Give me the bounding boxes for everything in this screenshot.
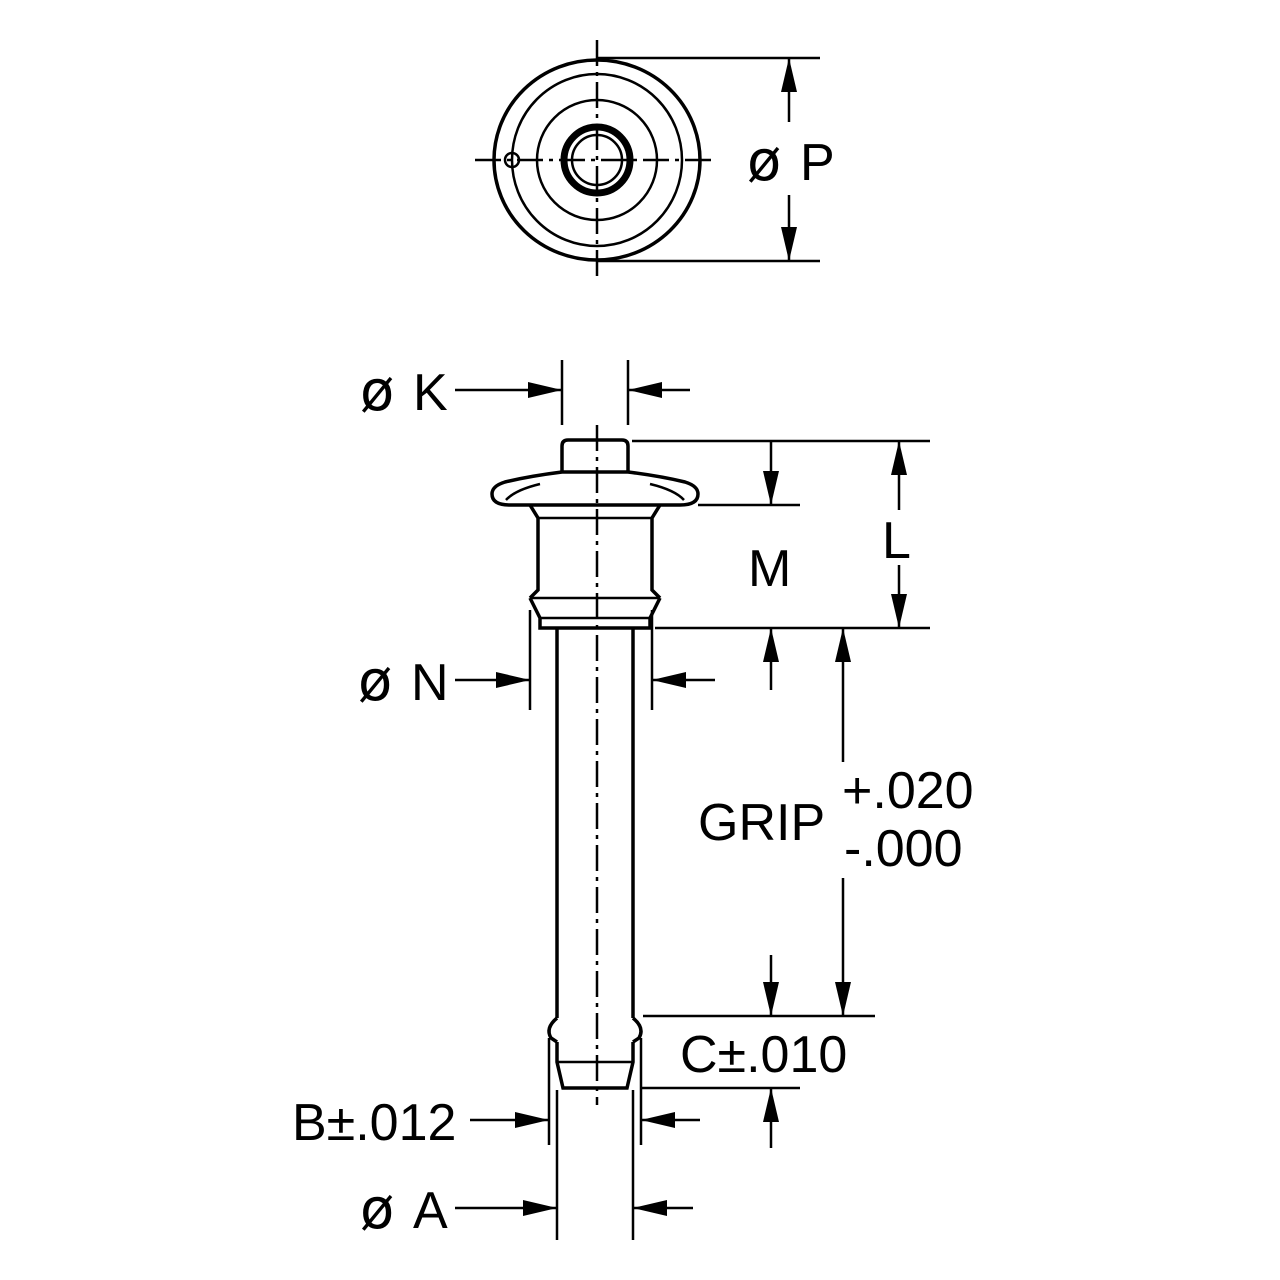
- dim-c-top-arrow: [763, 982, 779, 1016]
- end-view: [475, 40, 820, 282]
- side-view: [490, 425, 700, 1105]
- dim-a: [455, 1090, 693, 1240]
- dim-grip-plus-tolerance: +.020: [842, 762, 974, 820]
- dim-m-l: [632, 439, 930, 690]
- dim-a-diameter-symbol: ø: [360, 1177, 394, 1242]
- dim-m-top-arrow: [763, 471, 779, 505]
- dim-a-arrow-right: [633, 1200, 667, 1216]
- dim-k-diameter-symbol: ø: [360, 359, 394, 424]
- pin-tip: [555, 1042, 635, 1090]
- dim-n-label: N: [411, 654, 449, 712]
- dim-grip: [835, 628, 851, 1016]
- pin-head-shade-right: [649, 482, 685, 501]
- dim-k-label: K: [413, 364, 448, 422]
- dim-grip-minus-tolerance: -.000: [844, 820, 963, 878]
- detent-ball-left: [547, 1016, 559, 1044]
- dim-b: [470, 1038, 700, 1145]
- dim-c: [640, 955, 875, 1148]
- dim-grip-up-arrow: [835, 628, 851, 662]
- pin-collar: [528, 597, 662, 630]
- dim-b-arrow-right: [641, 1112, 675, 1128]
- dim-c-bottom-arrow: [763, 1088, 779, 1122]
- dim-p-diameter-symbol: ø: [747, 129, 781, 194]
- dim-p-down-arrow: [781, 227, 797, 261]
- dim-m-bottom-arrow: [763, 628, 779, 662]
- dim-a-arrow-left: [523, 1200, 557, 1216]
- dim-k: [455, 360, 690, 425]
- dim-b-arrow-left: [515, 1112, 549, 1128]
- dim-n-arrow-right: [652, 672, 686, 688]
- detent-ball-right: [631, 1016, 643, 1044]
- pin-button: [560, 438, 630, 472]
- dim-grip-down-arrow: [835, 982, 851, 1016]
- dim-a-label: A: [413, 1182, 448, 1240]
- pin-head-flange: [490, 470, 700, 507]
- dim-l-up-arrow: [891, 441, 907, 475]
- dim-grip-label: GRIP: [698, 794, 825, 852]
- dim-k-arrow-left: [528, 382, 562, 398]
- dim-m-label: M: [748, 540, 791, 598]
- dim-p-label: P: [800, 134, 835, 192]
- pin-body-left: [528, 504, 540, 600]
- dim-n: [455, 610, 715, 710]
- dim-n-diameter-symbol: ø: [358, 649, 392, 714]
- pin-body-right: [650, 504, 662, 600]
- dim-b-label: B±.012: [292, 1094, 456, 1152]
- dim-l-label: L: [882, 512, 911, 570]
- dim-k-arrow-right: [628, 382, 662, 398]
- dim-p-up-arrow: [781, 58, 797, 92]
- dim-l-down-arrow: [891, 594, 907, 628]
- dim-c-label: C±.010: [680, 1026, 847, 1084]
- dim-n-arrow-left: [496, 672, 530, 688]
- pin-head-shade-left: [505, 482, 541, 501]
